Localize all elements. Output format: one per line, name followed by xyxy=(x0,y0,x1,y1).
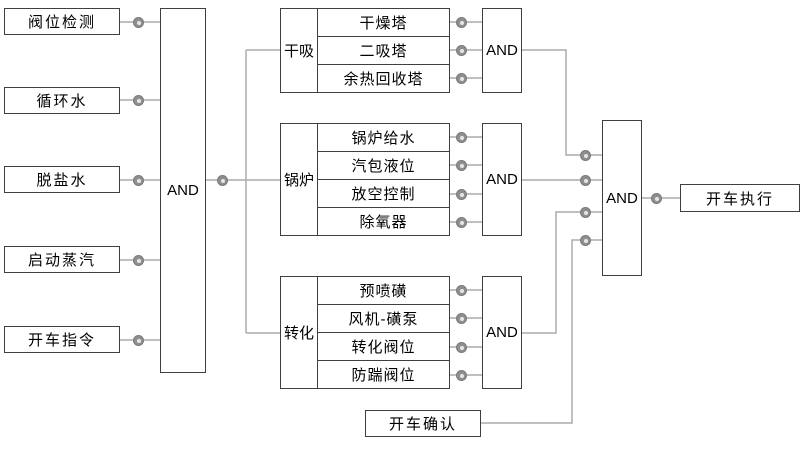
signal-node-icon xyxy=(456,45,467,56)
input-box-circulating-water: 循环水 xyxy=(4,87,120,114)
and-gate-conversion: AND xyxy=(482,276,522,389)
signal-node-icon xyxy=(456,342,467,353)
group-item-box: 防踹阀位 xyxy=(317,360,450,389)
signal-node-icon xyxy=(456,160,467,171)
group-drying: 干吸 干燥塔 二吸塔 余热回收塔 xyxy=(280,8,450,93)
signal-node-icon xyxy=(217,175,228,186)
and-gate-drying: AND xyxy=(482,8,522,93)
group-boiler: 锅炉 锅炉给水 汽包液位 放空控制 除氧器 xyxy=(280,123,450,236)
signal-node-icon xyxy=(580,150,591,161)
signal-node-icon xyxy=(133,175,144,186)
and-gate-main-input: AND xyxy=(160,8,206,373)
signal-node-icon xyxy=(456,313,467,324)
startup-execute-box: 开车执行 xyxy=(680,184,800,212)
group-item-box: 风机-磺泵 xyxy=(317,304,450,333)
group-label-boiler: 锅炉 xyxy=(280,123,318,236)
and-gate-final: AND xyxy=(602,120,642,276)
signal-node-icon xyxy=(456,217,467,228)
input-box-startup-steam: 启动蒸汽 xyxy=(4,246,120,273)
startup-confirm-box: 开车确认 xyxy=(365,410,481,437)
group-item-box: 转化阀位 xyxy=(317,332,450,361)
group-item-box: 二吸塔 xyxy=(317,36,450,65)
input-box-startup-command: 开车指令 xyxy=(4,326,120,353)
signal-node-icon xyxy=(456,73,467,84)
signal-node-icon xyxy=(456,17,467,28)
group-items-drying: 干燥塔 二吸塔 余热回收塔 xyxy=(317,8,450,93)
input-box-valve-position: 阀位检测 xyxy=(4,8,120,35)
input-box-demin-water: 脱盐水 xyxy=(4,166,120,193)
group-label-conversion: 转化 xyxy=(280,276,318,389)
group-item-box: 锅炉给水 xyxy=(317,123,450,152)
group-item-box: 汽包液位 xyxy=(317,151,450,180)
group-conversion: 转化 预喷磺 风机-磺泵 转化阀位 防踹阀位 xyxy=(280,276,450,389)
group-item-box: 干燥塔 xyxy=(317,8,450,37)
signal-node-icon xyxy=(580,207,591,218)
signal-node-icon xyxy=(133,335,144,346)
signal-node-icon xyxy=(133,255,144,266)
signal-node-icon xyxy=(580,235,591,246)
signal-node-icon xyxy=(456,285,467,296)
signal-node-icon xyxy=(456,132,467,143)
group-label-drying: 干吸 xyxy=(280,8,318,93)
signal-node-icon xyxy=(133,17,144,28)
signal-node-icon xyxy=(133,95,144,106)
signal-node-icon xyxy=(580,175,591,186)
signal-node-icon xyxy=(651,193,662,204)
signal-node-icon xyxy=(456,189,467,200)
group-item-box: 放空控制 xyxy=(317,179,450,208)
signal-node-icon xyxy=(456,370,467,381)
group-item-box: 余热回收塔 xyxy=(317,64,450,93)
group-item-box: 除氧器 xyxy=(317,207,450,236)
and-gate-boiler: AND xyxy=(482,123,522,236)
group-items-boiler: 锅炉给水 汽包液位 放空控制 除氧器 xyxy=(317,123,450,236)
group-item-box: 预喷磺 xyxy=(317,276,450,305)
group-items-conversion: 预喷磺 风机-磺泵 转化阀位 防踹阀位 xyxy=(317,276,450,389)
